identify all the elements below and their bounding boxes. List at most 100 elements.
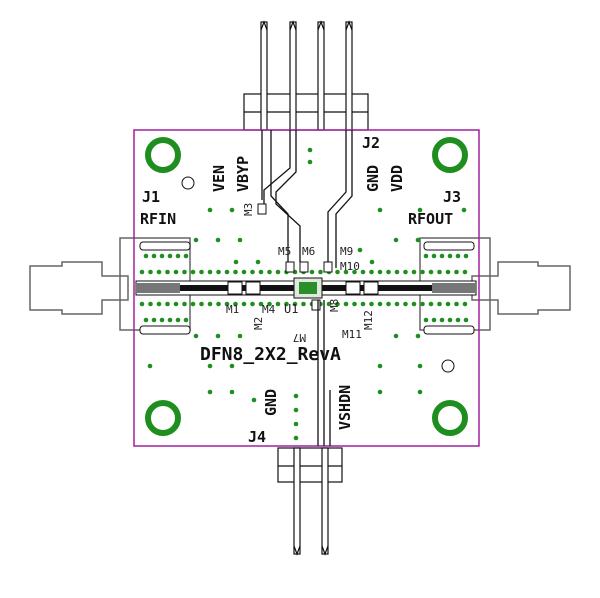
via	[229, 389, 235, 395]
via	[454, 301, 459, 307]
via	[455, 253, 461, 259]
via	[173, 269, 179, 275]
u1-label: U1	[284, 302, 298, 316]
via	[241, 301, 247, 307]
via	[417, 389, 423, 395]
mounting-hole	[432, 137, 468, 173]
via	[437, 269, 442, 275]
via	[411, 269, 417, 275]
bias-traces	[261, 130, 353, 446]
j3-ref: J3	[443, 188, 461, 206]
via	[148, 269, 153, 275]
j2-pin-ven: VEN	[210, 165, 228, 192]
via	[251, 397, 257, 403]
via	[139, 301, 145, 307]
j1-ref: J1	[142, 188, 160, 206]
part-m2: M2	[252, 317, 265, 330]
via	[411, 301, 417, 307]
via	[403, 301, 408, 307]
part-m5: M5	[278, 245, 291, 258]
j2-pin-vdd: VDD	[388, 165, 406, 192]
part-m6: M6	[302, 245, 315, 258]
via	[326, 301, 332, 307]
via	[258, 269, 264, 275]
via	[143, 253, 149, 259]
via	[151, 317, 157, 323]
via	[447, 317, 453, 323]
via	[175, 317, 181, 323]
via	[167, 317, 173, 323]
via	[159, 253, 165, 259]
via	[352, 269, 357, 275]
via	[207, 301, 213, 307]
via	[415, 237, 421, 243]
via	[307, 159, 313, 165]
via	[229, 207, 235, 213]
via	[233, 269, 238, 275]
part-m10: M10	[340, 260, 360, 273]
via	[423, 253, 429, 259]
j2-pin-gnd: GND	[364, 165, 382, 192]
ground-pads	[139, 241, 475, 335]
via	[293, 393, 299, 399]
via	[148, 301, 153, 307]
via	[439, 253, 445, 259]
mounting-hole	[145, 137, 181, 173]
via	[193, 237, 199, 243]
j2-ref: J2	[362, 134, 380, 152]
via	[335, 301, 340, 307]
part-m11: M11	[342, 328, 362, 341]
part-m1: M1	[226, 303, 239, 316]
via	[173, 301, 179, 307]
via	[301, 301, 306, 307]
fiducial	[181, 176, 195, 190]
board-title: DFN8_2X2_RevA	[200, 344, 341, 365]
part-m3: M3	[242, 203, 255, 216]
via	[360, 269, 366, 275]
via	[159, 317, 165, 323]
board-outline	[133, 129, 480, 447]
via	[394, 269, 400, 275]
via	[369, 259, 375, 265]
via	[207, 269, 213, 275]
via	[307, 147, 313, 153]
via	[258, 301, 264, 307]
fiducial	[441, 359, 455, 373]
j4-ref: J4	[248, 428, 266, 446]
via	[224, 269, 230, 275]
via	[267, 301, 272, 307]
via	[462, 301, 468, 307]
u1-footprint	[257, 203, 333, 311]
mounting-hole	[145, 400, 181, 436]
via	[193, 333, 199, 339]
via	[377, 301, 383, 307]
via	[175, 253, 181, 259]
via	[417, 207, 423, 213]
via	[151, 253, 157, 259]
via	[461, 207, 467, 213]
via	[415, 333, 421, 339]
via	[369, 301, 374, 307]
via	[420, 301, 425, 307]
via	[462, 269, 468, 275]
via	[343, 301, 349, 307]
via-field	[139, 147, 469, 441]
via	[386, 301, 391, 307]
via	[143, 317, 149, 323]
via	[403, 269, 408, 275]
part-m9: M9	[340, 245, 353, 258]
via	[250, 301, 255, 307]
j4-pin-gnd: GND	[262, 389, 280, 416]
via	[318, 269, 323, 275]
via	[147, 363, 153, 369]
via	[377, 207, 383, 213]
via	[233, 301, 238, 307]
via	[216, 269, 221, 275]
via	[267, 269, 272, 275]
via	[165, 269, 170, 275]
via	[431, 317, 437, 323]
via	[156, 269, 162, 275]
via	[454, 269, 459, 275]
via	[343, 269, 349, 275]
via	[216, 301, 221, 307]
